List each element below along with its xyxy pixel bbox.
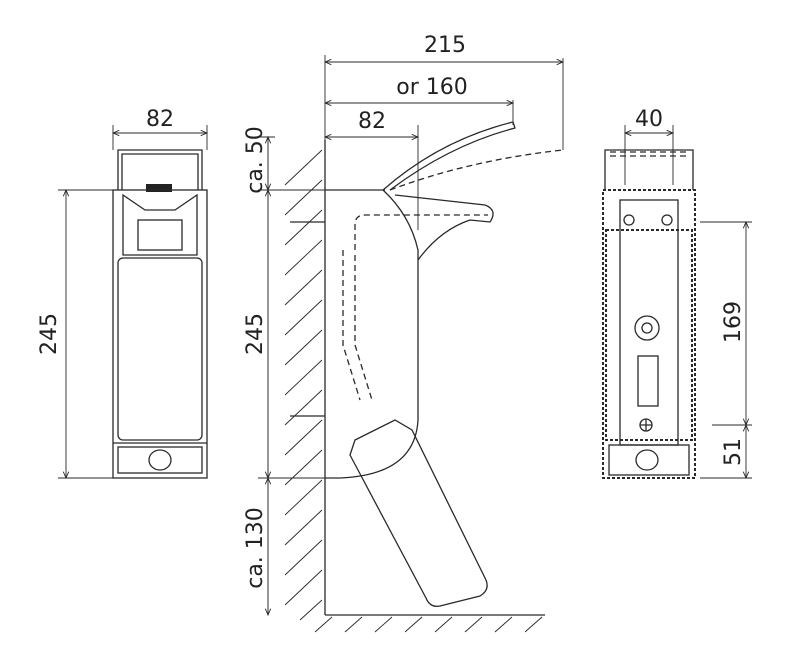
front-body (112, 189, 208, 479)
mounting-plate (619, 199, 679, 446)
front-lever-bracket (117, 149, 203, 190)
front-width-label: 82 (146, 107, 174, 132)
alt-depth-label: or 160 (396, 75, 468, 100)
back-outline (602, 189, 696, 479)
front-bottle (117, 257, 203, 441)
lower-mount-label: 51 (721, 438, 746, 466)
side-body (325, 189, 419, 479)
front-view: 82 245 (37, 107, 207, 478)
side-view: 215 or 160 82 ca. 50 245 ca. 130 (243, 33, 563, 633)
nozzle (394, 194, 494, 261)
lever (382, 121, 516, 191)
body-depth-label: 82 (358, 109, 386, 134)
screw-icon (623, 214, 635, 226)
front-button (148, 449, 172, 471)
bottom-clearance-label: ca. 130 (243, 507, 268, 589)
total-depth-label: 215 (424, 33, 466, 58)
screw-icon (661, 214, 673, 226)
top-clearance-label: ca. 50 (243, 126, 268, 194)
tilted-bottle (349, 419, 488, 607)
wall-hatching (284, 149, 543, 633)
side-height-label: 245 (243, 313, 268, 355)
back-view: 40 169 51 (602, 107, 752, 479)
upper-mount-label: 169 (721, 301, 746, 343)
hole-spacing-label: 40 (635, 107, 663, 132)
front-height-label: 245 (37, 313, 62, 355)
